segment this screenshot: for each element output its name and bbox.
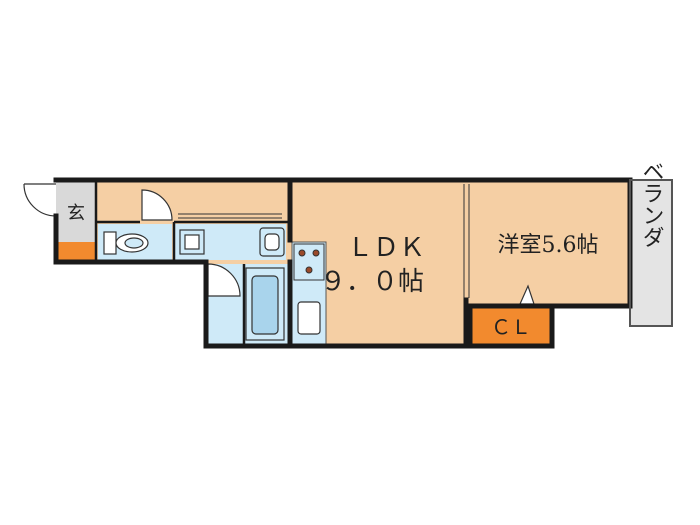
veranda-outline (629, 179, 673, 327)
washing-machine-pan-icon (259, 227, 285, 257)
interior-walls (94, 180, 290, 346)
kitchen-sink-icon (297, 301, 321, 335)
bathroom-door-icon (207, 263, 241, 297)
bathtub-icon (245, 267, 285, 341)
toilet-door-icon (141, 189, 173, 221)
closet-label: ＣＬ (491, 315, 531, 339)
ldk-size-label: ９．０帖 (320, 267, 424, 297)
western-room-label: 洋室5.6帖 (498, 233, 599, 258)
veranda-floor (630, 180, 672, 326)
washbasin-icon (179, 229, 205, 255)
sliding-door-icon (463, 184, 470, 298)
ldk-name-label: ＬＤＫ (347, 233, 425, 263)
toilet-icon (103, 231, 149, 255)
stove-icon (293, 243, 325, 281)
closet-floor (472, 306, 550, 344)
veranda-label: ベランダ (639, 160, 664, 248)
shoe-box (56, 242, 96, 260)
hall-sliding-door-icon (178, 213, 282, 219)
western-room-floor (466, 180, 630, 306)
walls (53, 177, 633, 349)
entrance-door-icon (23, 183, 57, 217)
entrance-label: 玄 (67, 203, 85, 224)
